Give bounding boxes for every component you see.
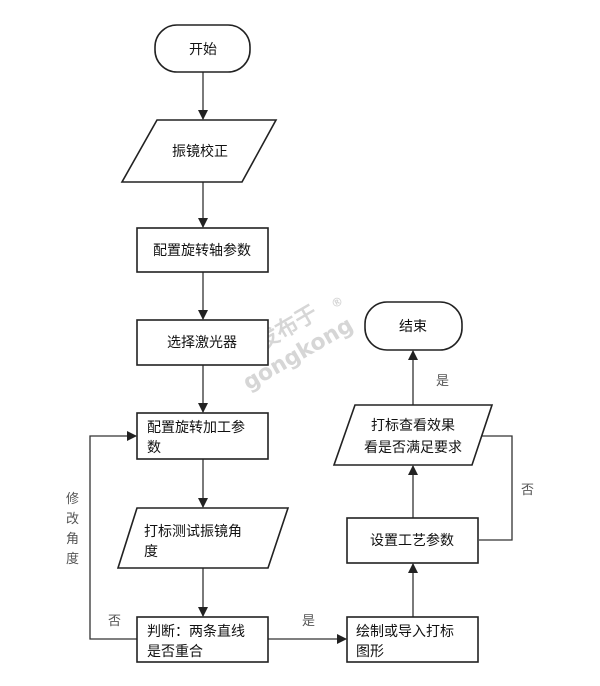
node-label: 判断：两条直线 bbox=[147, 623, 245, 640]
node-label: 度 bbox=[144, 544, 158, 560]
node-select-laser: 选择激光器 bbox=[136, 319, 269, 366]
node-label: 角 bbox=[66, 532, 79, 547]
node-set-process-params: 设置工艺参数 bbox=[346, 517, 479, 564]
node-draw-import-graphic: 绘制或导入打标 图形 bbox=[346, 616, 479, 663]
node-label: ® bbox=[328, 293, 345, 311]
edge-label-yes-up: 是 bbox=[436, 374, 449, 389]
connectors bbox=[89, 72, 513, 644]
edge-label-yes-right: 是 bbox=[302, 614, 315, 629]
node-label: 设置工艺参数 bbox=[370, 532, 454, 549]
node-rotary-process-params: 配置旋转加工参 数 bbox=[136, 412, 269, 460]
node-decision-lines-coincide: 判断：两条直线 是否重合 bbox=[136, 616, 269, 663]
node-start: 开始 bbox=[154, 24, 251, 73]
node-rotary-axis-params: 配置旋转轴参数 bbox=[136, 227, 269, 273]
node-label: 修 bbox=[66, 492, 79, 507]
node-mark-test-angle: 打标测试振镜角 度 bbox=[116, 507, 290, 569]
node-label: 看是否满足要求 bbox=[364, 440, 462, 456]
node-label: 数 bbox=[147, 440, 161, 456]
node-galvo-calibration: 振镜校正 bbox=[120, 119, 278, 183]
node-label: 图形 bbox=[356, 644, 384, 660]
node-label: 开始 bbox=[189, 42, 217, 58]
edge-label-modify-angle: 修 改 角 度 bbox=[66, 492, 79, 567]
node-end: 结束 bbox=[364, 301, 463, 351]
edge-label-no-left: 否 bbox=[108, 614, 121, 629]
node-label: 改 bbox=[66, 512, 79, 527]
node-label: 结束 bbox=[399, 319, 427, 335]
node-label: 配置旋转加工参 bbox=[147, 419, 245, 436]
edge-label-no-right: 否 bbox=[521, 483, 534, 498]
node-label: 绘制或导入打标 bbox=[356, 623, 454, 640]
node-label: 度 bbox=[66, 551, 79, 567]
node-label: 打标测试振镜角 bbox=[144, 523, 242, 540]
node-label: 打标查看效果 bbox=[371, 417, 455, 434]
node-label: 选择激光器 bbox=[167, 334, 237, 351]
node-label: 振镜校正 bbox=[172, 143, 228, 160]
node-check-effect: 打标查看效果 看是否满足要求 bbox=[332, 404, 494, 466]
node-label: 是否重合 bbox=[147, 644, 203, 660]
node-label: 配置旋转轴参数 bbox=[153, 242, 251, 259]
